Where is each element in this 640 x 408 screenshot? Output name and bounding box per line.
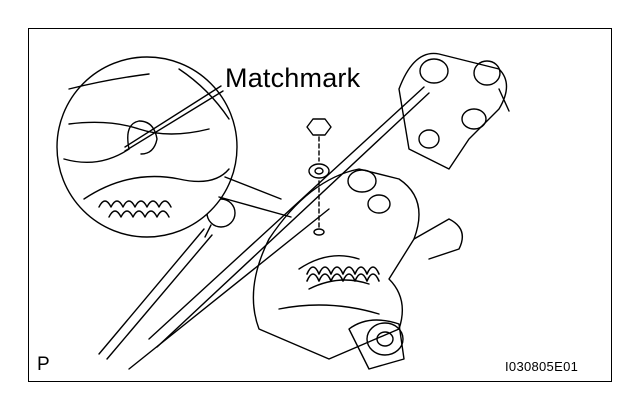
tie-rod-lines [98,86,430,370]
corner-letter: P [37,354,50,375]
illustration-frame: Matchmark P I030805E01 [28,28,612,382]
matchmark-callout: Matchmark [225,63,361,93]
nut-and-washer [306,118,332,236]
gear-housing [252,168,463,360]
callout-leader-lines [124,85,224,152]
steering-gear-illustration [56,52,510,370]
lower-mount [348,319,405,370]
upper-bracket [398,52,510,170]
spring [306,266,380,282]
figure-id: I030805E01 [505,359,579,374]
detail-magnifier [56,56,292,238]
